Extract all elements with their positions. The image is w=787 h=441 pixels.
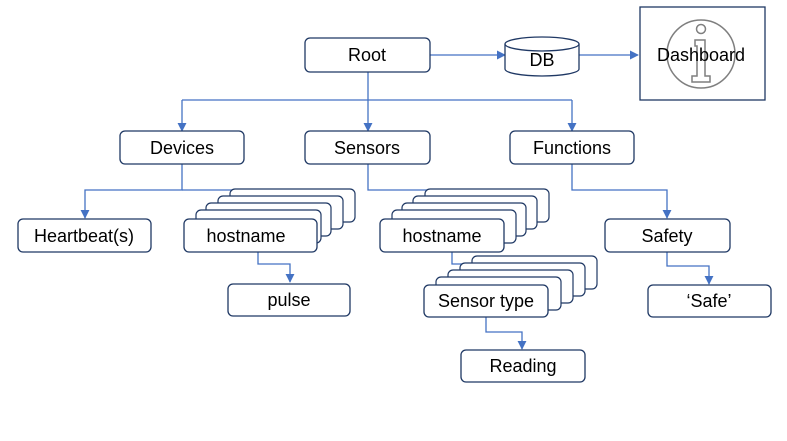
node-sensor-type-label: Sensor type bbox=[438, 291, 534, 311]
node-heartbeat-label: Heartbeat(s) bbox=[34, 226, 134, 246]
node-safe: ‘Safe’ bbox=[647, 284, 772, 318]
node-devices-label: Devices bbox=[150, 138, 214, 158]
node-functions-label: Functions bbox=[533, 138, 611, 158]
connector-sensortype-reading bbox=[485, 317, 527, 350]
node-sensors-hostname-label: hostname bbox=[402, 226, 481, 246]
node-devices-hostname-label: hostname bbox=[206, 226, 285, 246]
node-sensors-label: Sensors bbox=[334, 138, 400, 158]
connectors bbox=[80, 50, 714, 350]
node-heartbeat: Heartbeat(s) bbox=[17, 218, 152, 253]
info-icon bbox=[666, 19, 736, 89]
node-safety: Safety bbox=[604, 218, 731, 253]
node-sensors-hostname-stack: hostname bbox=[379, 188, 550, 253]
connector-devices-heartbeat bbox=[80, 164, 183, 219]
node-pulse: pulse bbox=[227, 283, 351, 317]
node-sensor-type bbox=[423, 284, 549, 318]
node-devices: Devices bbox=[119, 130, 245, 165]
node-dashboard-label: Dashboard bbox=[657, 45, 745, 65]
node-functions: Functions bbox=[509, 130, 635, 165]
node-reading: Reading bbox=[460, 349, 586, 383]
node-pulse-label: pulse bbox=[267, 290, 310, 310]
node-sensors: Sensors bbox=[304, 130, 431, 165]
node-db: DB bbox=[504, 36, 580, 77]
connector-functions-safety bbox=[571, 164, 672, 219]
connector-hostname-pulse bbox=[257, 252, 295, 283]
node-root: Root bbox=[304, 37, 431, 73]
node-sensor-type-stack: Sensor type bbox=[423, 255, 598, 318]
node-devices-hostname-stack: hostname bbox=[183, 188, 356, 253]
node-db-label: DB bbox=[529, 50, 554, 70]
node-safe-label: ‘Safe’ bbox=[686, 291, 731, 311]
node-safety-label: Safety bbox=[641, 226, 692, 246]
node-devices-hostname bbox=[183, 218, 318, 253]
node-dashboard: Dashboard bbox=[639, 6, 766, 101]
connector-safety-safe bbox=[666, 252, 714, 285]
node-reading-label: Reading bbox=[489, 356, 556, 376]
node-root-label: Root bbox=[348, 45, 386, 65]
node-sensors-hostname bbox=[379, 218, 505, 253]
